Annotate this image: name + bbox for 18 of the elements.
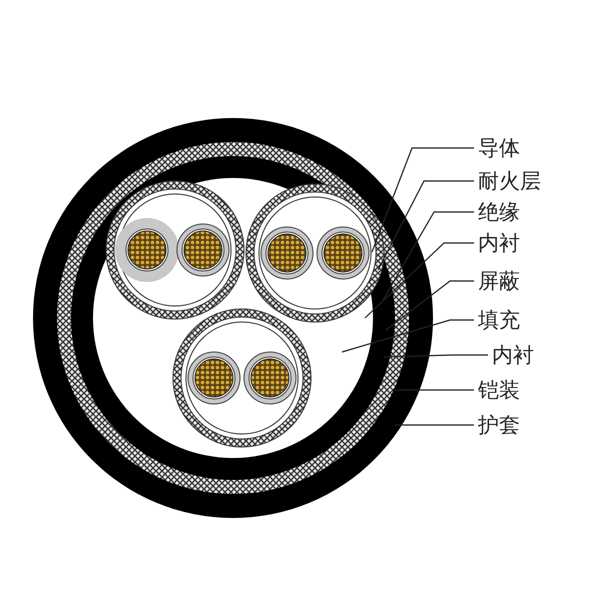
- leader-line: [371, 147, 474, 252]
- leader-line: [386, 280, 474, 330]
- part-label: 绝缘: [478, 200, 520, 224]
- part-label: 耐火层: [478, 169, 541, 193]
- part-label: 内衬: [478, 231, 520, 255]
- leader-line: [395, 424, 474, 426]
- leader-line: [382, 211, 474, 300]
- leader-line: [342, 319, 474, 353]
- part-label: 屏蔽: [478, 269, 520, 293]
- part-label: 内衬: [492, 343, 534, 367]
- leader-line: [395, 389, 474, 391]
- part-label: 填充: [478, 308, 520, 332]
- part-label: 铠装: [478, 378, 520, 402]
- part-label: 护套: [478, 413, 520, 437]
- leader-line: [384, 354, 488, 358]
- part-label: 导体: [478, 136, 520, 160]
- leader-line: [364, 242, 474, 318]
- leader-line: [377, 180, 474, 270]
